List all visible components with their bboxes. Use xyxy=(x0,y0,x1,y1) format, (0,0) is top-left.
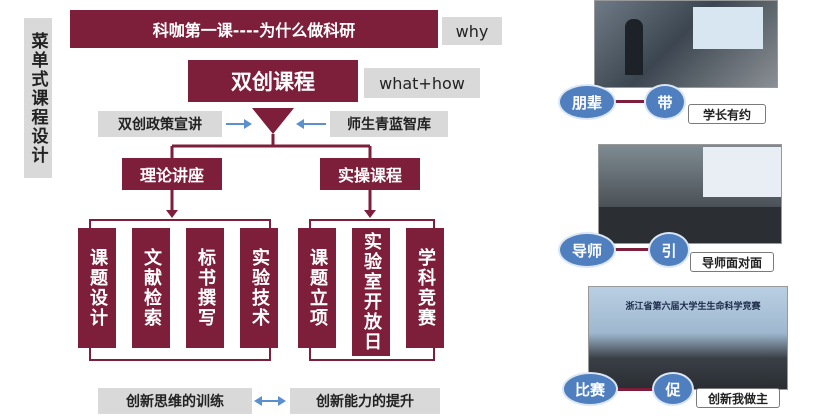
photo-senior-talk xyxy=(594,0,778,88)
why-tag: why xyxy=(442,17,502,45)
connector-svg xyxy=(89,108,435,406)
main-down-arrow xyxy=(252,108,294,134)
left-input-arrowhead xyxy=(244,119,252,129)
photo-competition: 浙江省第六届大学生生命科学竞赛 xyxy=(588,286,788,390)
theory-lecture-box: 理论讲座 xyxy=(122,158,222,190)
speaker-figure xyxy=(625,19,643,75)
bottom-link-arrow-left xyxy=(254,396,262,406)
side-title: 菜单式课程设计 xyxy=(24,18,52,178)
item-experiment-tech: 实验技术 xyxy=(240,228,278,348)
what-how-tag: what+how xyxy=(364,68,480,98)
contest-bubble: 比赛 xyxy=(562,372,618,406)
projection-screen xyxy=(693,7,763,49)
top-title-box: 科咖第一课----为什么做科研 xyxy=(70,10,438,48)
item-literature-search: 文献检索 xyxy=(132,228,170,348)
policy-box: 双创政策宣讲 xyxy=(98,111,222,137)
promote-bubble: 促 xyxy=(652,372,694,406)
right-input-arrowhead xyxy=(296,119,304,129)
guide-bubble: 引 xyxy=(648,232,690,268)
senior-bubble: 朋辈 xyxy=(558,84,616,120)
item-lab-open-day: 实验室开放日 xyxy=(352,228,390,356)
photo-tutor-face-to-face xyxy=(598,144,782,244)
left-sub-arrowhead xyxy=(166,210,178,218)
caption-senior-meet: 学长有约 xyxy=(688,104,766,124)
think-tank-box: 师生青蓝智库 xyxy=(330,111,448,137)
item-proposal-writing: 标书撰写 xyxy=(186,228,224,348)
panel2-connector xyxy=(600,248,650,251)
practice-course-box: 实操课程 xyxy=(320,158,420,190)
main-title-box: 双创课程 xyxy=(188,60,358,102)
item-topic-design: 课题设计 xyxy=(78,228,116,348)
ability-improvement-box: 创新能力的提升 xyxy=(290,388,440,414)
slide-screen xyxy=(703,147,781,197)
item-discipline-contest: 学科竞赛 xyxy=(406,228,444,348)
right-sub-arrowhead xyxy=(364,210,376,218)
thinking-training-box: 创新思维的训练 xyxy=(98,388,252,414)
competition-banner-text: 浙江省第六届大学生生命科学竞赛 xyxy=(625,302,761,312)
tutor-bubble: 导师 xyxy=(558,232,616,268)
panel1-connector xyxy=(600,100,644,103)
lead-bubble: 带 xyxy=(644,84,686,120)
bottom-link-arrow-right xyxy=(278,396,286,406)
caption-tutor-face: 导师面对面 xyxy=(690,252,774,272)
caption-innovation: 创新我做主 xyxy=(696,388,780,408)
audience-rows xyxy=(599,207,781,243)
panel3-connector xyxy=(604,388,654,391)
item-project-approval: 课题立项 xyxy=(298,228,336,348)
